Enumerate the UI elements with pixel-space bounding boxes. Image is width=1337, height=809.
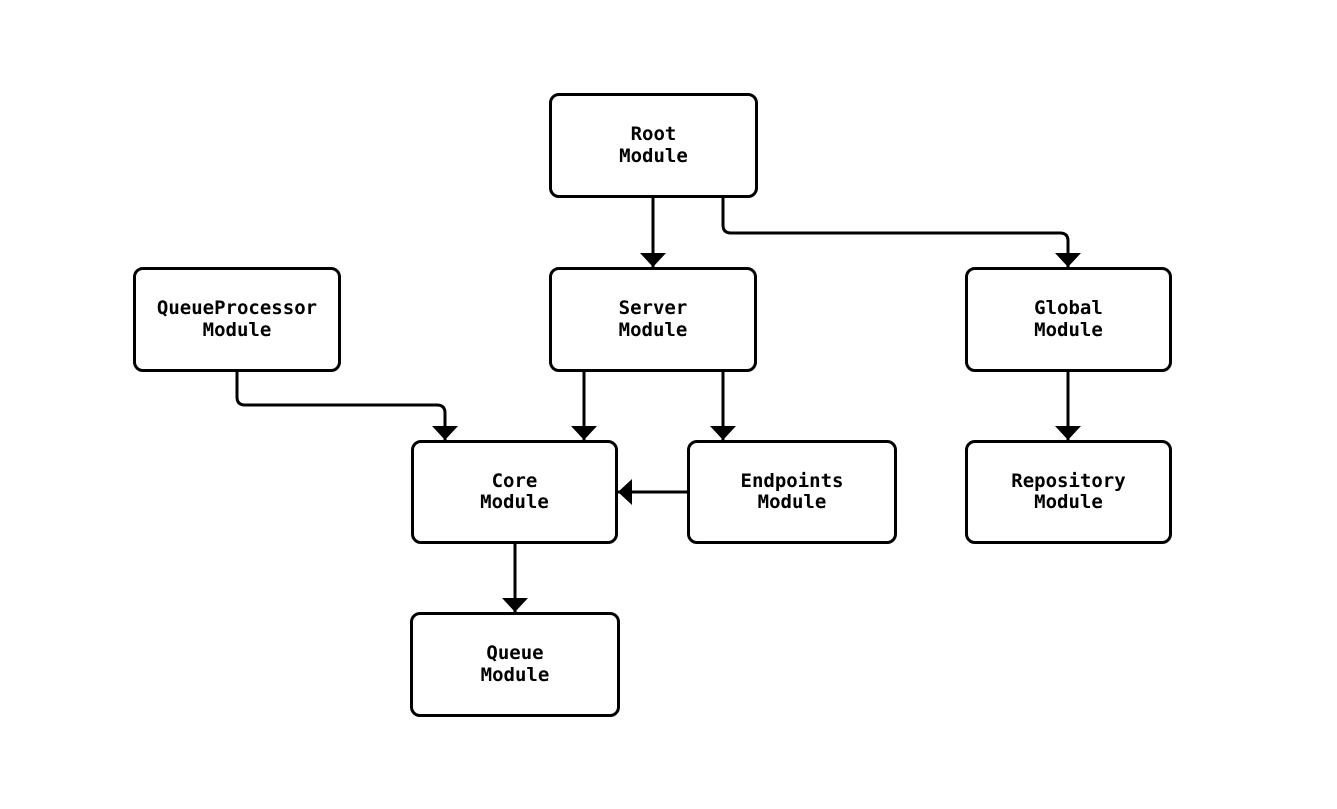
- node-root-module: Root Module: [549, 93, 758, 198]
- edge-queueprocessor-to-core: [235, 372, 458, 440]
- node-global-module-label: Global Module: [1034, 297, 1103, 341]
- node-endpoints-module-label: Endpoints Module: [740, 469, 844, 513]
- node-server-module-label: Server Module: [618, 297, 688, 341]
- node-queue-module-label: Queue Module: [480, 642, 550, 686]
- node-core-module: Core Module: [411, 440, 618, 544]
- node-repository-module: Repository Module: [965, 440, 1172, 544]
- edge-root-to-global: [721, 198, 1081, 267]
- node-repository-module-label: Repository Module: [1011, 469, 1126, 513]
- node-server-module: Server Module: [549, 267, 757, 372]
- node-root-module-label: Root Module: [619, 123, 688, 167]
- node-queue-module: Queue Module: [410, 612, 620, 717]
- node-queueprocessor-module: QueueProcessor Module: [133, 267, 341, 372]
- node-queueprocessor-module-label: QueueProcessor Module: [156, 297, 318, 341]
- node-core-module-label: Core Module: [480, 469, 549, 513]
- node-global-module: Global Module: [965, 267, 1172, 372]
- node-endpoints-module: Endpoints Module: [687, 440, 897, 544]
